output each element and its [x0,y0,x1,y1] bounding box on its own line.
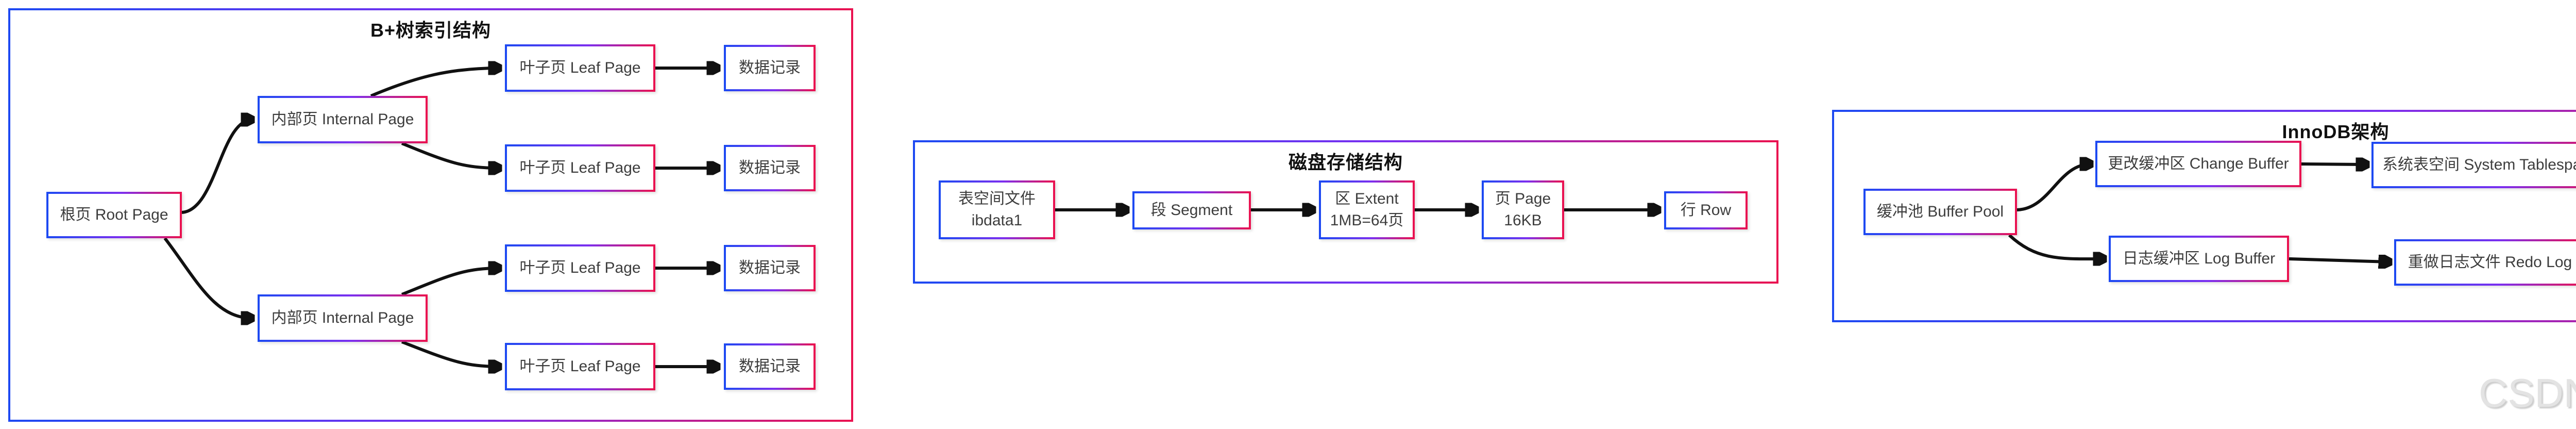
arrow-internal-1-to-leaf-2 [401,142,500,168]
arrow-internal-2-to-leaf-3 [401,268,500,296]
node-label: 重做日志文件 Redo Log [2408,254,2572,271]
node-label: 内部页 Internal Page [271,111,414,128]
node-label: 日志缓冲区 Log Buffer [2122,250,2276,267]
node-internal-page-1: 内部页 Internal Page [258,96,428,143]
node-label: 数据记录 [739,358,801,375]
node-root-page: 根页 Root Page [46,192,182,238]
node-internal-page-2: 内部页 Internal Page [258,294,428,342]
node-redo-log: 重做日志文件 Redo Log [2394,239,2576,286]
node-label: 内部页 Internal Page [271,309,414,326]
node-page: 页 Page 16KB [1482,180,1564,239]
node-leaf-page-1: 叶子页 Leaf Page [505,44,655,92]
arrow-buffer-pool-to-change-buffer [2016,164,2091,211]
node-extent: 区 Extent 1MB=64页 [1319,180,1415,239]
node-leaf-page-2: 叶子页 Leaf Page [505,144,655,192]
node-label: 系统表空间 System Tablespace [2382,156,2576,173]
node-label: 更改缓冲区 Change Buffer [2108,155,2289,172]
section-disk-storage: 磁盘存储结构 表空间文件 ibdata1 段 Segment 区 Extent … [913,140,1778,284]
node-label: 行 Row [1680,202,1732,219]
node-label-line2: 1MB=64页 [1330,212,1404,229]
node-tablespace-file: 表空间文件 ibdata1 [939,180,1055,239]
node-label: 叶子页 Leaf Page [519,159,641,176]
node-data-record-2: 数据记录 [724,145,816,191]
node-segment: 段 Segment [1132,191,1251,229]
node-change-buffer: 更改缓冲区 Change Buffer [2095,141,2301,187]
arrow-buffer-pool-to-log-buffer [2008,234,2105,259]
node-buffer-pool: 缓冲池 Buffer Pool [1863,189,2017,235]
section-bplus-tree: B+树索引结构 根页 Root Page 内部页 Internal Page 内… [8,8,853,422]
node-data-record-1: 数据记录 [724,45,816,91]
node-row: 行 Row [1664,191,1748,229]
node-label: 叶子页 Leaf Page [519,358,641,375]
node-label: 叶子页 Leaf Page [519,59,641,76]
arrow-internal-1-to-leaf-1 [370,68,500,97]
node-log-buffer: 日志缓冲区 Log Buffer [2109,236,2289,282]
node-system-tablespace: 系统表空间 System Tablespace [2371,142,2576,188]
node-label: 缓冲池 Buffer Pool [1876,203,2004,220]
innodb-title: InnoDB架构 [2282,121,2389,142]
node-label-line2: 16KB [1504,212,1542,229]
disk-storage-title: 磁盘存储结构 [1288,152,1403,173]
node-label: 根页 Root Page [60,206,168,223]
arrow-root-to-internal-2 [163,237,252,318]
node-leaf-page-4: 叶子页 Leaf Page [505,343,655,390]
node-label-line1: 表空间文件 [958,190,1036,207]
arrow-log-buffer-to-redo-log [2289,259,2390,262]
node-label: 数据记录 [739,259,801,276]
node-label: 叶子页 Leaf Page [519,259,641,276]
section-innodb: InnoDB架构 缓冲池 Buffer Pool 更改缓冲区 Change Bu… [1832,110,2576,322]
node-label: 数据记录 [739,59,801,76]
node-leaf-page-3: 叶子页 Leaf Page [505,244,655,292]
node-label-line2: ibdata1 [971,212,1023,229]
arrow-root-to-internal-1 [181,120,252,214]
node-label: 段 Segment [1150,202,1233,219]
bplus-tree-title: B+树索引结构 [370,20,492,41]
node-data-record-4: 数据记录 [724,343,816,390]
node-label: 数据记录 [739,159,801,176]
node-label-line1: 区 Extent [1335,190,1399,207]
node-label-line1: 页 Page [1495,190,1551,207]
csdn-watermark: CSDN @架构进化论 [2479,370,2576,416]
node-data-record-3: 数据记录 [724,245,816,291]
arrow-internal-2-to-leaf-4 [401,340,500,367]
